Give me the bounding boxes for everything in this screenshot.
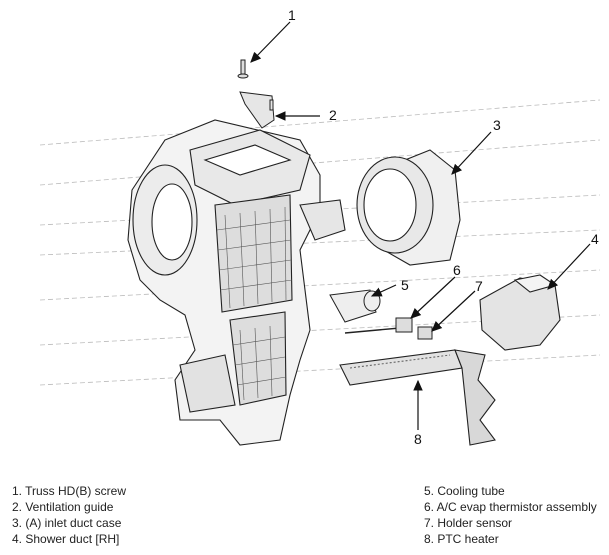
truss-screw bbox=[237, 59, 249, 79]
heater-blower-case bbox=[127, 119, 346, 446]
legend-item-2: 2. Ventilation guide bbox=[12, 500, 114, 514]
holder-sensor bbox=[417, 326, 433, 340]
ventilation-guide bbox=[239, 91, 275, 129]
legend-item-6: 6. A/C evap thermistor assembly bbox=[424, 500, 597, 514]
callout-8: 8 bbox=[414, 431, 422, 447]
cooling-tube bbox=[329, 289, 381, 323]
legend-item-7: 7. Holder sensor bbox=[424, 516, 513, 530]
shower-duct-rh bbox=[479, 274, 561, 351]
callout-3: 3 bbox=[493, 117, 501, 133]
ptc-heater bbox=[339, 349, 496, 446]
callout-1: 1 bbox=[288, 7, 296, 23]
inlet-duct-case bbox=[356, 149, 461, 266]
exploded-parts-diagram: 1 2 3 4 5 6 7 8 bbox=[39, 7, 601, 447]
legend-left: 1. Truss HD(B) screw 2. Ventilation guid… bbox=[12, 483, 126, 547]
legend-right: 5. Cooling tube 6. A/C evap thermistor a… bbox=[424, 483, 597, 547]
thermistor-assembly bbox=[344, 317, 413, 334]
callout-6: 6 bbox=[453, 262, 461, 278]
callout-2: 2 bbox=[329, 107, 337, 123]
legend-item-5: 5. Cooling tube bbox=[424, 484, 505, 498]
legend-item-1: 1. Truss HD(B) screw bbox=[12, 484, 127, 498]
legend-item-3: 3. (A) inlet duct case bbox=[12, 516, 122, 530]
leader-lines bbox=[250, 21, 591, 430]
legend-item-4: 4. Shower duct [RH] bbox=[12, 532, 120, 546]
callout-7: 7 bbox=[475, 278, 483, 294]
evaporator-grid-lines bbox=[216, 206, 293, 401]
callout-5: 5 bbox=[401, 277, 409, 293]
callout-4: 4 bbox=[591, 231, 599, 247]
legend-item-8: 8. PTC heater bbox=[424, 532, 499, 546]
